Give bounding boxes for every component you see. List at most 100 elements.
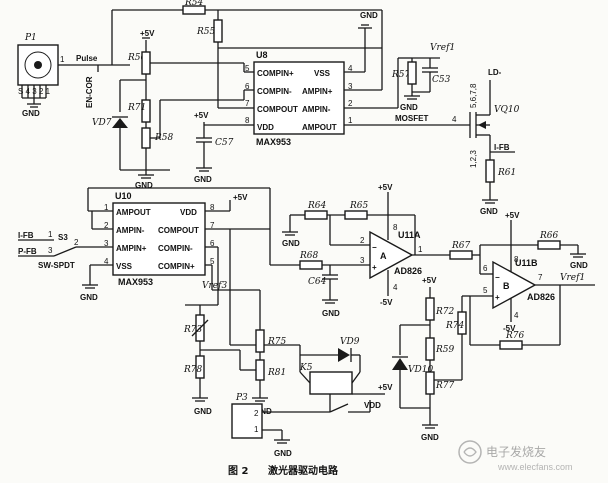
u11b-pin8: 8 <box>514 255 519 264</box>
ld-label: LD- <box>488 68 502 77</box>
plus5-r63: +5V <box>422 276 437 285</box>
c57-label: C57 <box>215 138 234 148</box>
mosfet-pins123: 1,2,3 <box>469 150 478 168</box>
figure-number: 图 2 <box>228 465 248 477</box>
u10-part: MAX953 <box>118 277 153 287</box>
u8-pin-compout: COMPOUT <box>257 105 298 114</box>
u10-pin-ampout: AMPOUT <box>116 208 151 217</box>
p1-gnd: GND <box>22 109 40 118</box>
minus5-u11b: -5V <box>503 324 516 333</box>
u11a-opamp: − + A U11A AD826 2 3 1 8 4 <box>360 223 423 292</box>
r67-label: R67 <box>451 241 471 251</box>
r58-label: R58 <box>154 133 174 143</box>
vd10-label: VD10 <box>408 365 433 375</box>
u10-pin-vdd: VDD <box>180 208 197 217</box>
u11b-letter: B <box>503 281 510 291</box>
gnd-r57: GND <box>400 103 418 112</box>
u10-num-3: 3 <box>104 239 109 248</box>
r55-label: R55 <box>196 27 216 37</box>
vref1-out: Vref1 <box>560 273 585 283</box>
u11a-ref: U11A <box>398 230 421 240</box>
u10-pin-compout: COMPOUT <box>158 226 199 235</box>
r66-label: R66 <box>539 231 559 241</box>
gnd-c64: GND <box>322 309 340 318</box>
u11b-pin4: 4 <box>514 311 519 320</box>
u10-pin-ampin-minus: AMPIN- <box>116 226 145 235</box>
u10-num-4: 4 <box>104 257 109 266</box>
u11a-pin8: 8 <box>393 223 398 232</box>
mosfet-label: MOSFET <box>395 114 428 123</box>
u11b-minus: − <box>495 273 500 282</box>
u11b-pin5: 5 <box>483 286 488 295</box>
u10-num-1: 1 <box>104 203 109 212</box>
s3-pin1: 1 <box>48 230 53 239</box>
u11b-pin6: 6 <box>483 264 488 273</box>
gnd-r64: GND <box>282 239 300 248</box>
u11a-minus: − <box>372 243 377 252</box>
p3-pin2: 2 <box>254 409 259 418</box>
u10-num-6: 6 <box>210 239 215 248</box>
u8-num-5: 5 <box>245 64 250 73</box>
u10-num-5: 5 <box>210 257 215 266</box>
pfb-label: P-FB <box>18 247 37 256</box>
vdd-label: VDD <box>364 401 381 410</box>
gnd-r77: GND <box>421 433 439 442</box>
gnd-c57: GND <box>194 175 212 184</box>
u8-num-6: 6 <box>245 82 250 91</box>
r78-label: R78 <box>183 365 203 375</box>
u8-pin-vss: VSS <box>314 69 331 78</box>
r74-label: R74 <box>445 321 465 331</box>
elecfans-watermark: 电子发烧友 www.elecfans.com <box>458 440 573 472</box>
vd9-label: VD9 <box>340 337 360 347</box>
r75-label: R75 <box>267 337 287 347</box>
gnd-r61: GND <box>480 207 498 216</box>
u8-pin-vdd: VDD <box>257 123 274 132</box>
u8-num-2: 2 <box>348 99 353 108</box>
r54-label: R54 <box>184 0 204 8</box>
u8-pin-compin-minus: COMPIN- <box>257 87 292 96</box>
figure-title: 激光器驱动电路 <box>268 464 339 477</box>
gnd-p3: GND <box>274 449 292 458</box>
u11a-plus: + <box>372 263 377 272</box>
s3-label: S3 <box>58 233 68 242</box>
vd7-label: VD7 <box>92 118 112 128</box>
plus5-top: +5V <box>140 29 155 38</box>
k5-label: K5 <box>299 363 313 373</box>
minus5-u11a: -5V <box>380 298 393 307</box>
c64-label: C64 <box>308 277 327 287</box>
gnd-u8-vss: GND <box>360 11 378 20</box>
u10-num-2: 2 <box>104 221 109 230</box>
u10-pin-vss: VSS <box>116 262 133 271</box>
u10-num-7: 7 <box>210 221 215 230</box>
connector-p1 <box>17 44 70 108</box>
p3-pin1: 1 <box>254 425 259 434</box>
plus5-u10: +5V <box>233 193 248 202</box>
s3-pin2: 2 <box>74 238 79 247</box>
u10-pin-ampin-plus: AMPIN+ <box>116 244 147 253</box>
r71-label: R71 <box>127 103 146 113</box>
u8-chip: U8 MAX953 COMPIN+ COMPIN- COMPOUT VDD VS… <box>245 50 353 147</box>
r65-label: R65 <box>349 201 369 211</box>
u8-pin-ampin-plus: AMPIN+ <box>302 87 333 96</box>
u11b-plus: + <box>495 293 500 302</box>
p3-label: P3 <box>235 393 248 403</box>
en-cor-label: EN-COR <box>85 76 94 108</box>
u11b-opamp: − + B U11B AD826 6 5 7 8 4 <box>483 255 555 320</box>
plus5-u11a: +5V <box>378 183 393 192</box>
u11b-part: AD826 <box>527 292 555 302</box>
plus5-u11b: +5V <box>505 211 520 220</box>
vref1-top: Vref1 <box>430 43 455 53</box>
watermark-url: www.elecfans.com <box>497 462 573 472</box>
r68-label: R68 <box>299 251 319 261</box>
u11a-pin2: 2 <box>360 236 365 245</box>
r63-label: R59 <box>435 345 455 355</box>
u11a-pin1: 1 <box>418 245 423 254</box>
pulse-label: Pulse <box>76 54 98 63</box>
r61-label: R61 <box>497 168 516 178</box>
u8-pin-compin-plus: COMPIN+ <box>257 69 294 78</box>
r81-label: R81 <box>267 368 286 378</box>
u11b-pin7: 7 <box>538 273 543 282</box>
ifb-top: I-FB <box>494 143 510 152</box>
u11a-part: AD826 <box>394 266 422 276</box>
s3-pin3: 3 <box>48 246 53 255</box>
